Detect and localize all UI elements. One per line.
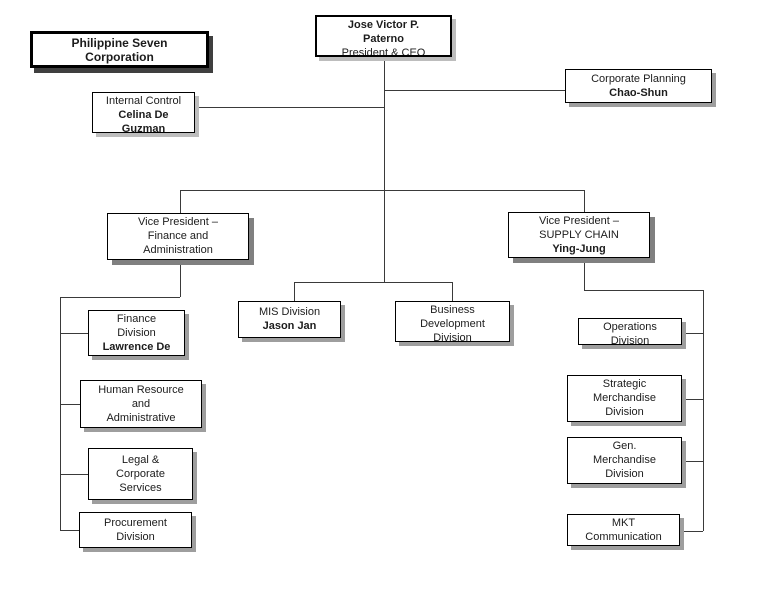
finance-division-name: Lawrence De (102, 341, 171, 353)
legal-line2: Corporate (116, 468, 165, 480)
connector-vp-finance-top (180, 190, 181, 213)
connector-vp-supply-top (584, 190, 585, 212)
human-resource-line1: Human Resource (98, 384, 184, 396)
finance-division-line1: Finance (116, 313, 157, 325)
procurement-line1: Procurement (104, 517, 167, 529)
org-node-vp-supply-chain: Vice President – SUPPLY CHAIN Ying-Jung (508, 212, 650, 258)
connector-vp-split (180, 190, 584, 191)
corporate-planning-title: Corporate Planning (591, 73, 686, 85)
mkt-line1: MKT (611, 517, 636, 529)
ceo-name-line1: Jose Victor P. (347, 19, 420, 31)
connector-stub-mkt (680, 531, 703, 532)
mis-name: Jason Jan (262, 320, 317, 332)
vp-supply-title-line2: SUPPLY CHAIN (539, 229, 619, 241)
legal-line3: Services (119, 482, 162, 494)
connector-vp-finance-down (180, 260, 181, 297)
mkt-line2: Communication (585, 531, 662, 543)
strategic-line2: Merchandise (593, 392, 656, 404)
org-node-strategic-merchandise: Strategic Merchandise Division (567, 375, 682, 422)
connector-bizdev-top (452, 282, 453, 301)
connector-stub-gen-merch (682, 461, 703, 462)
connector-mis-top (294, 282, 295, 301)
human-resource-line2: and (131, 398, 151, 410)
legal-line1: Legal & (121, 454, 160, 466)
org-node-legal-corporate-services: Legal & Corporate Services (88, 448, 193, 500)
connector-stub-human-resource (60, 404, 80, 405)
org-node-human-resource: Human Resource and Administrative (80, 380, 202, 428)
connector-right-spine (703, 290, 704, 531)
connector-stub-operations (682, 333, 703, 334)
org-node-ceo: Jose Victor P. Paterno President & CEO (315, 15, 452, 57)
bizdev-line2: Development (420, 318, 485, 330)
vp-finance-title-line3: Administration (143, 244, 213, 256)
org-node-corporate-planning: Corporate Planning Chao-Shun (565, 69, 712, 103)
connector-vp-supply-down (584, 258, 585, 290)
org-node-mkt-communication: MKT Communication (567, 514, 680, 546)
strategic-line1: Strategic (602, 378, 647, 390)
mis-title: MIS Division (258, 306, 321, 318)
gen-merch-line2: Merchandise (593, 454, 656, 466)
connector-corporate-planning (384, 90, 565, 91)
company-name-line1: Philippine Seven (71, 36, 168, 50)
connector-stub-legal (60, 474, 88, 475)
internal-control-title: Internal Control (105, 95, 182, 107)
corporate-planning-name: Chao-Shun (609, 87, 668, 99)
internal-control-name-line1: Celina De (118, 109, 169, 121)
gen-merch-line3: Division (605, 468, 644, 480)
org-node-internal-control: Internal Control Celina De Guzman (92, 92, 195, 133)
connector-internal-control (195, 107, 384, 108)
org-node-company: Philippine Seven Corporation (30, 31, 209, 68)
org-node-business-development: Business Development Division (395, 301, 510, 342)
gen-merch-line1: Gen. (612, 440, 637, 452)
connector-stub-finance (60, 333, 88, 334)
connector-stub-strategic (682, 399, 703, 400)
internal-control-name-line2: Guzman (121, 123, 166, 133)
operations-line2: Division (610, 335, 650, 345)
connector-stub-procurement (60, 530, 79, 531)
connector-left-spine (60, 297, 61, 530)
org-node-mis-division: MIS Division Jason Jan (238, 301, 341, 338)
vp-supply-title-line1: Vice President – (539, 215, 619, 227)
org-node-gen-merchandise: Gen. Merchandise Division (567, 437, 682, 484)
bizdev-line3: Division (433, 332, 472, 342)
bizdev-line1: Business (430, 304, 475, 316)
org-node-finance-division: Finance Division Lawrence De (88, 310, 185, 356)
org-node-vp-finance: Vice President – Finance and Administrat… (107, 213, 249, 260)
finance-division-line2: Division (117, 327, 156, 339)
connector-left-elbow (60, 297, 180, 298)
operations-line1: Operations (603, 321, 657, 333)
strategic-line3: Division (605, 406, 644, 418)
vp-finance-title-line2: Finance and (147, 230, 209, 242)
procurement-line2: Division (116, 531, 155, 543)
org-node-procurement-division: Procurement Division (79, 512, 192, 548)
org-node-operations-division: Operations Division (578, 318, 682, 345)
ceo-title: President & CEO (341, 47, 426, 57)
company-name-line2: Corporation (85, 50, 154, 64)
ceo-name-line2: Paterno (363, 33, 404, 45)
human-resource-line3: Administrative (106, 412, 176, 424)
connector-right-elbow (584, 290, 703, 291)
vp-finance-title-line1: Vice President – (138, 216, 218, 228)
vp-supply-name: Ying-Jung (552, 243, 606, 255)
connector-ceo-down (384, 57, 385, 282)
connector-center-split (294, 282, 452, 283)
